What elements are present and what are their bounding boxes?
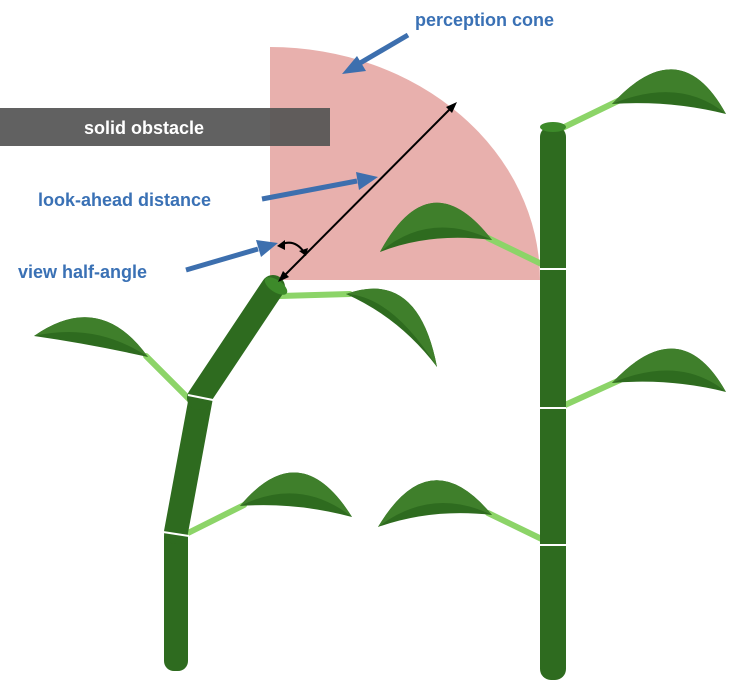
leaf-highlight — [240, 472, 352, 517]
leaf-highlight — [612, 348, 726, 392]
stem-segment — [164, 385, 213, 544]
perception-cone-arrow — [353, 32, 410, 69]
perception-cone-label: perception cone — [415, 10, 554, 30]
left-plant — [34, 275, 437, 671]
stem-joint — [187, 394, 214, 401]
look-ahead-arrowhead-blue — [356, 172, 378, 190]
leaf-highlight — [346, 288, 437, 367]
look-ahead-arrowhead — [446, 102, 457, 113]
look-ahead-distance-label: look-ahead distance — [38, 190, 211, 210]
stem-joint — [162, 531, 190, 537]
stem-segment — [164, 526, 188, 671]
half-angle-arrowhead — [277, 240, 285, 250]
right-plant — [378, 69, 726, 680]
callout-arrows — [185, 32, 410, 273]
petiole — [277, 291, 353, 299]
solid-obstacle-label: solid obstacle — [84, 118, 204, 138]
leaf-highlight — [612, 69, 726, 114]
view-half-angle-arrowhead — [256, 240, 278, 257]
leaf-highlight — [378, 480, 492, 527]
solid-obstacle-bar — [0, 108, 330, 146]
view-half-angle-arrow — [185, 246, 259, 273]
look-ahead-line — [281, 105, 454, 279]
leaf-highlight — [380, 202, 492, 252]
stem-tip — [264, 277, 288, 295]
leaf-highlight — [34, 317, 148, 357]
half-angle-arrowhead — [299, 248, 308, 256]
petiole — [143, 353, 193, 403]
look-ahead-arrow — [261, 178, 358, 202]
view-half-angle-label: view half-angle — [18, 262, 147, 282]
stem-segment — [540, 126, 566, 680]
perception-cone-arrowhead — [342, 56, 366, 74]
petiole — [175, 502, 247, 541]
half-angle-measure — [277, 240, 308, 256]
look-ahead-arrowhead — [278, 271, 289, 282]
stem-segment — [187, 275, 285, 410]
stem-tip — [540, 122, 566, 132]
look-ahead-measure — [278, 102, 457, 282]
